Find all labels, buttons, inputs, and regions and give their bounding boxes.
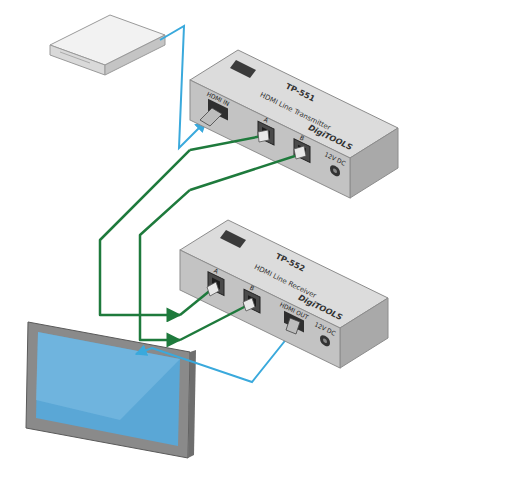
device-box: TP-552HDMI Line ReceiverDigiTOOLS (180, 215, 390, 370)
device-name: HDMI Line Receiver (253, 264, 317, 300)
network-cable (100, 150, 190, 315)
device-name: HDMI Line Transmitter (259, 92, 332, 132)
network-cable (140, 190, 190, 340)
device-box: TP-551HDMI Line TransmitterDigiTOOLS (190, 45, 400, 200)
model-number: TP-552 (274, 253, 306, 274)
model-number: TP-551 (284, 83, 316, 104)
hdmi-plug (200, 108, 300, 334)
transmitter-box (190, 50, 398, 198)
receiver-box (180, 220, 388, 368)
display-monitor (26, 322, 196, 458)
source-device (50, 15, 165, 75)
network-plug (180, 136, 298, 340)
